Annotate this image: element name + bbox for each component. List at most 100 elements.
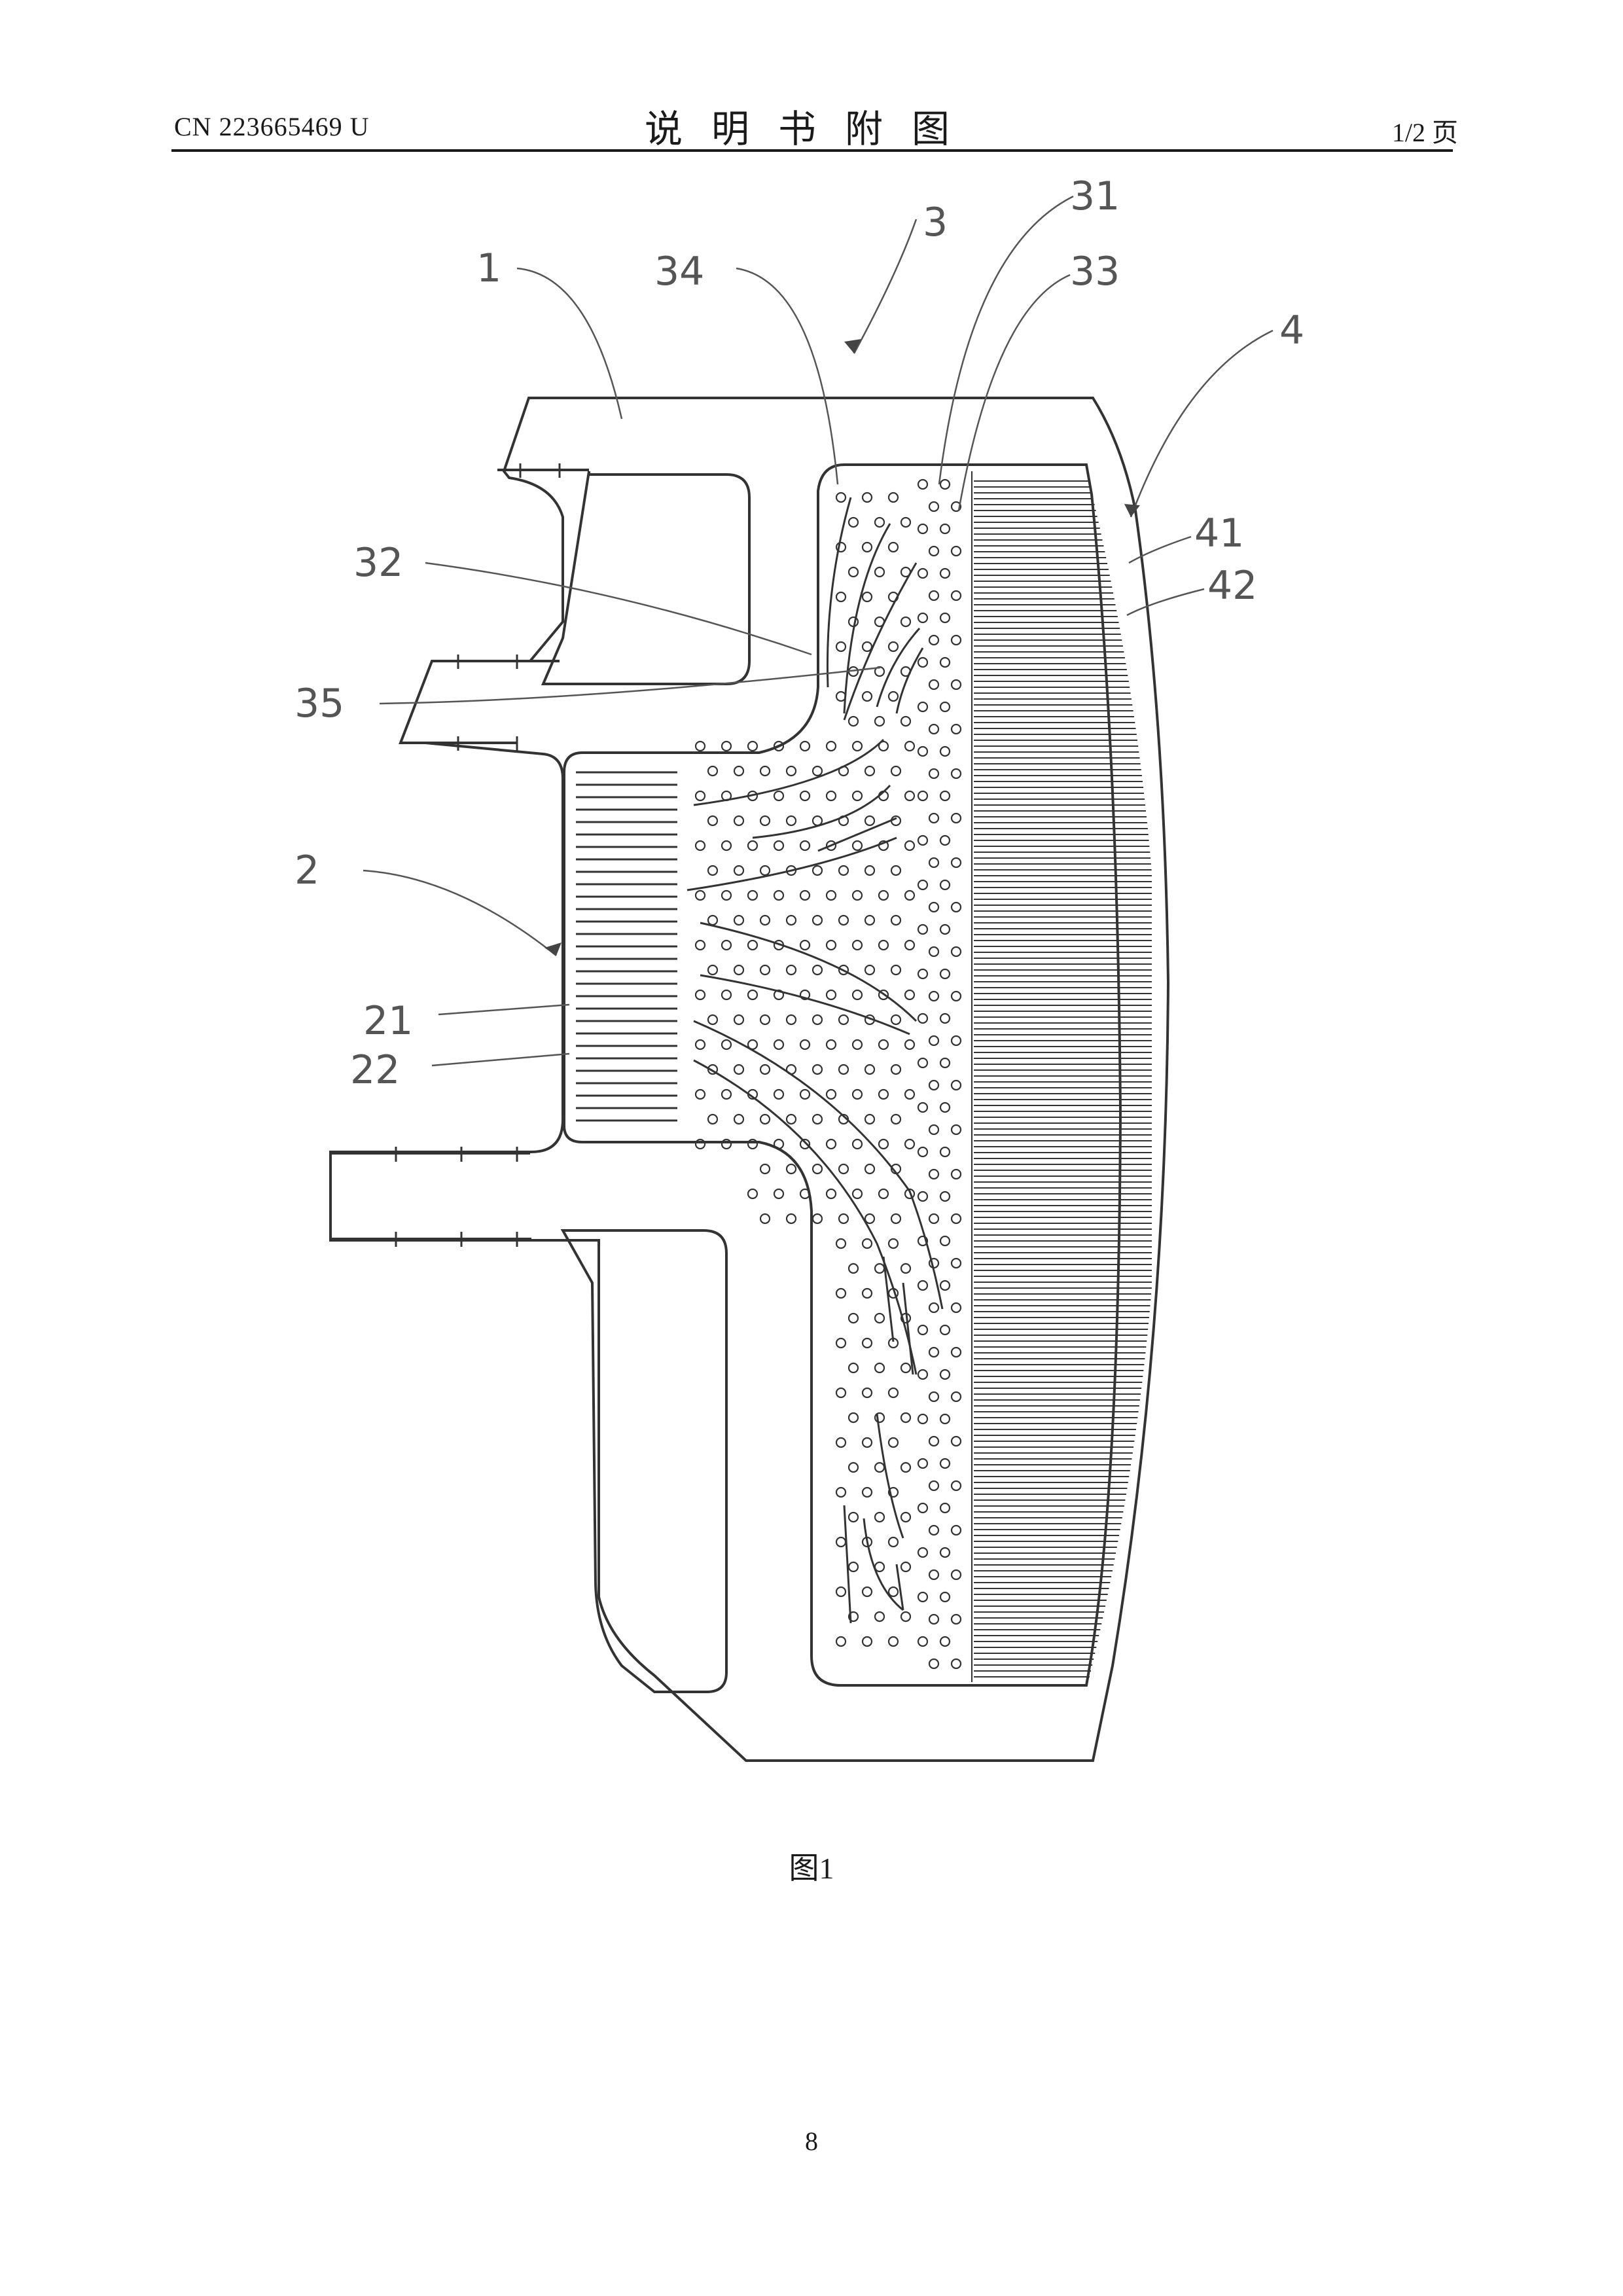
dimple bbox=[853, 742, 862, 751]
dimple bbox=[865, 965, 874, 975]
dimple bbox=[952, 680, 961, 689]
ref-label-42: 42 bbox=[1207, 563, 1257, 609]
dimple bbox=[952, 1170, 961, 1179]
dimple bbox=[836, 1338, 846, 1348]
dimple bbox=[929, 992, 938, 1001]
dimple bbox=[918, 613, 927, 622]
dimple bbox=[929, 1348, 938, 1357]
dimple bbox=[940, 1281, 950, 1290]
dimple bbox=[875, 1363, 884, 1372]
dimple bbox=[929, 858, 938, 867]
dimple bbox=[918, 1325, 927, 1335]
dimple bbox=[734, 766, 743, 776]
dimple bbox=[952, 1259, 961, 1268]
dimple bbox=[875, 1612, 884, 1621]
dimple bbox=[940, 1637, 950, 1646]
dimple bbox=[905, 941, 914, 950]
dimple bbox=[889, 1537, 898, 1547]
dimple bbox=[849, 1513, 858, 1522]
dimple bbox=[918, 1103, 927, 1112]
ref-label-34: 34 bbox=[654, 249, 704, 295]
dimple bbox=[905, 891, 914, 900]
dimple bbox=[813, 916, 822, 925]
dimple bbox=[940, 925, 950, 934]
dimple bbox=[901, 617, 910, 626]
dimple bbox=[929, 814, 938, 823]
dimple bbox=[708, 916, 717, 925]
dimple bbox=[865, 866, 874, 875]
dimple bbox=[813, 1164, 822, 1174]
dimple bbox=[952, 903, 961, 912]
dimple bbox=[836, 642, 846, 651]
dimple bbox=[800, 791, 810, 800]
dimple bbox=[891, 1015, 901, 1024]
dimple bbox=[774, 841, 783, 850]
dimple bbox=[940, 1014, 950, 1023]
dimple bbox=[929, 1125, 938, 1134]
dimple bbox=[905, 791, 914, 800]
dimple bbox=[952, 725, 961, 734]
dimple bbox=[918, 1058, 927, 1067]
dimple bbox=[875, 1463, 884, 1472]
dimple bbox=[952, 1303, 961, 1312]
dimple bbox=[722, 1090, 731, 1099]
dimple bbox=[929, 680, 938, 689]
dimple bbox=[774, 1189, 783, 1198]
dimple bbox=[827, 891, 836, 900]
dimple bbox=[875, 567, 884, 577]
dimple bbox=[891, 866, 901, 875]
dimple bbox=[836, 592, 846, 601]
dimple bbox=[879, 1090, 888, 1099]
dimple bbox=[918, 1637, 927, 1646]
dimple bbox=[865, 1115, 874, 1124]
dimple bbox=[800, 1090, 810, 1099]
dimple bbox=[863, 1338, 872, 1348]
dimple bbox=[734, 866, 743, 875]
dimple bbox=[889, 1239, 898, 1248]
dimple bbox=[836, 1438, 846, 1447]
dimple bbox=[827, 791, 836, 800]
dimple bbox=[918, 836, 927, 845]
dimple bbox=[929, 1036, 938, 1045]
dimple bbox=[905, 1139, 914, 1149]
dimple bbox=[839, 916, 848, 925]
dimple bbox=[787, 965, 796, 975]
dimple bbox=[879, 1040, 888, 1049]
dimple bbox=[748, 841, 757, 850]
dimple bbox=[901, 518, 910, 527]
dimple bbox=[813, 866, 822, 875]
dimple bbox=[918, 1192, 927, 1201]
dimple bbox=[865, 1214, 874, 1223]
dimple bbox=[940, 1503, 950, 1513]
dimple bbox=[940, 791, 950, 800]
dimple bbox=[905, 841, 914, 850]
dimple bbox=[929, 769, 938, 778]
dimple bbox=[760, 1115, 770, 1124]
dimple bbox=[918, 658, 927, 667]
dimple bbox=[813, 816, 822, 825]
dimple bbox=[940, 1147, 950, 1157]
dimple bbox=[853, 1139, 862, 1149]
dimple bbox=[734, 965, 743, 975]
dimple bbox=[940, 1103, 950, 1112]
dimple bbox=[836, 1289, 846, 1298]
dimple bbox=[952, 947, 961, 956]
dimple bbox=[940, 658, 950, 667]
dimple bbox=[918, 569, 927, 578]
dimple bbox=[836, 1239, 846, 1248]
dimple bbox=[918, 702, 927, 711]
dimple bbox=[813, 1065, 822, 1074]
dimple bbox=[836, 493, 846, 502]
dimple bbox=[849, 567, 858, 577]
dimple bbox=[905, 990, 914, 999]
dimple bbox=[889, 642, 898, 651]
dimple bbox=[929, 1570, 938, 1579]
dimple bbox=[853, 1090, 862, 1099]
dimple bbox=[800, 841, 810, 850]
dimple bbox=[863, 1289, 872, 1298]
dimple bbox=[863, 642, 872, 651]
dimple bbox=[787, 1115, 796, 1124]
dimple bbox=[760, 1164, 770, 1174]
dimple bbox=[918, 1147, 927, 1157]
